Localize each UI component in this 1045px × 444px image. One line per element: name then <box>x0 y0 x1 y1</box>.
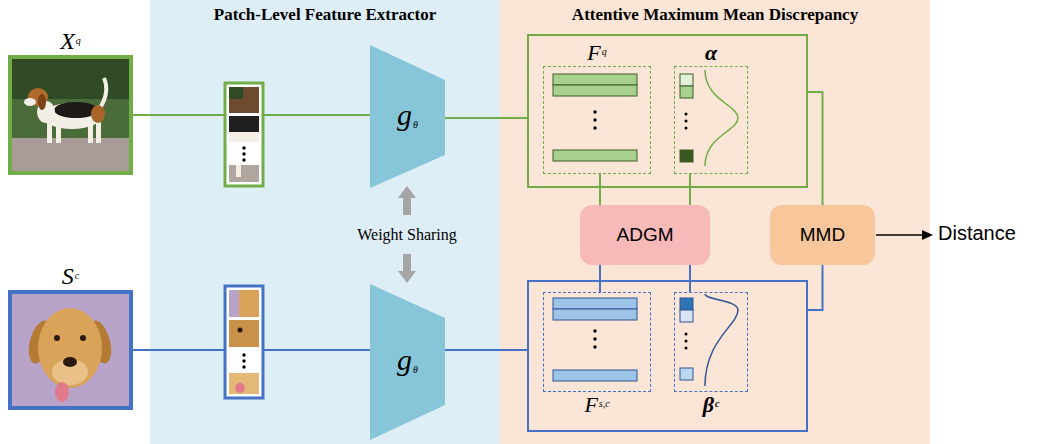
label-text: β <box>703 392 714 417</box>
label-text: g <box>397 343 412 376</box>
label-text: X <box>60 28 75 54</box>
section-band: Patch-Level Feature Extractorgθgθ <box>150 0 500 444</box>
section-band: Attentive Maximum Mean DiscrepancyFqαADG… <box>500 0 930 444</box>
query-group-box: Fqα <box>527 34 808 188</box>
encoder-trapezoid: gθ <box>370 284 445 440</box>
label-text: F <box>587 40 600 65</box>
trapezoid-fill <box>370 45 445 188</box>
label-text: MMD <box>800 224 845 246</box>
module-box: ADGM <box>580 205 710 265</box>
trapezoid-fill <box>370 284 445 440</box>
math-label: βc <box>645 392 777 418</box>
math-label: Fq <box>514 40 680 66</box>
label-text: θ <box>413 119 418 130</box>
section-title: Patch-Level Feature Extractor <box>150 5 500 25</box>
label-text: ADGM <box>617 224 674 246</box>
label-text: Distance <box>938 222 1016 244</box>
feature-box: Fs,c <box>543 292 651 392</box>
math-label: gθ <box>340 343 475 377</box>
label-text: α <box>705 40 717 65</box>
support-image: Sc <box>8 290 133 410</box>
annotation-label: Weight Sharing <box>330 226 484 244</box>
label-text: F <box>584 392 597 417</box>
label-text: θ <box>413 365 418 376</box>
label-text: q <box>76 35 81 46</box>
label-text: S <box>62 263 74 289</box>
feature-box: Fq <box>543 66 651 174</box>
math-label: gθ <box>340 98 475 132</box>
section-title: Attentive Maximum Mean Discrepancy <box>500 5 930 25</box>
label-text: Attentive Maximum Mean Discrepancy <box>572 5 858 24</box>
label-text: q <box>602 46 607 57</box>
weight-box: α <box>674 66 748 174</box>
label-text: Patch-Level Feature Extractor <box>214 5 437 24</box>
label-text: Weight Sharing <box>357 226 457 243</box>
support-group-box: Fs,cβc <box>527 280 808 432</box>
module-box: MMD <box>770 205 875 265</box>
label-text: g <box>397 98 412 131</box>
math-label: Fs,c <box>514 392 680 418</box>
weight-box: βc <box>674 292 748 392</box>
query-image: Xq <box>8 55 133 175</box>
label-text: c <box>75 270 79 281</box>
encoder-trapezoid: gθ <box>370 45 445 188</box>
label-text: s,c <box>599 398 610 409</box>
math-label: Sc <box>0 263 159 290</box>
math-label: Xq <box>0 28 159 55</box>
label-text: c <box>715 398 719 409</box>
math-label: α <box>645 40 777 66</box>
output-label: Distance <box>938 222 1038 245</box>
